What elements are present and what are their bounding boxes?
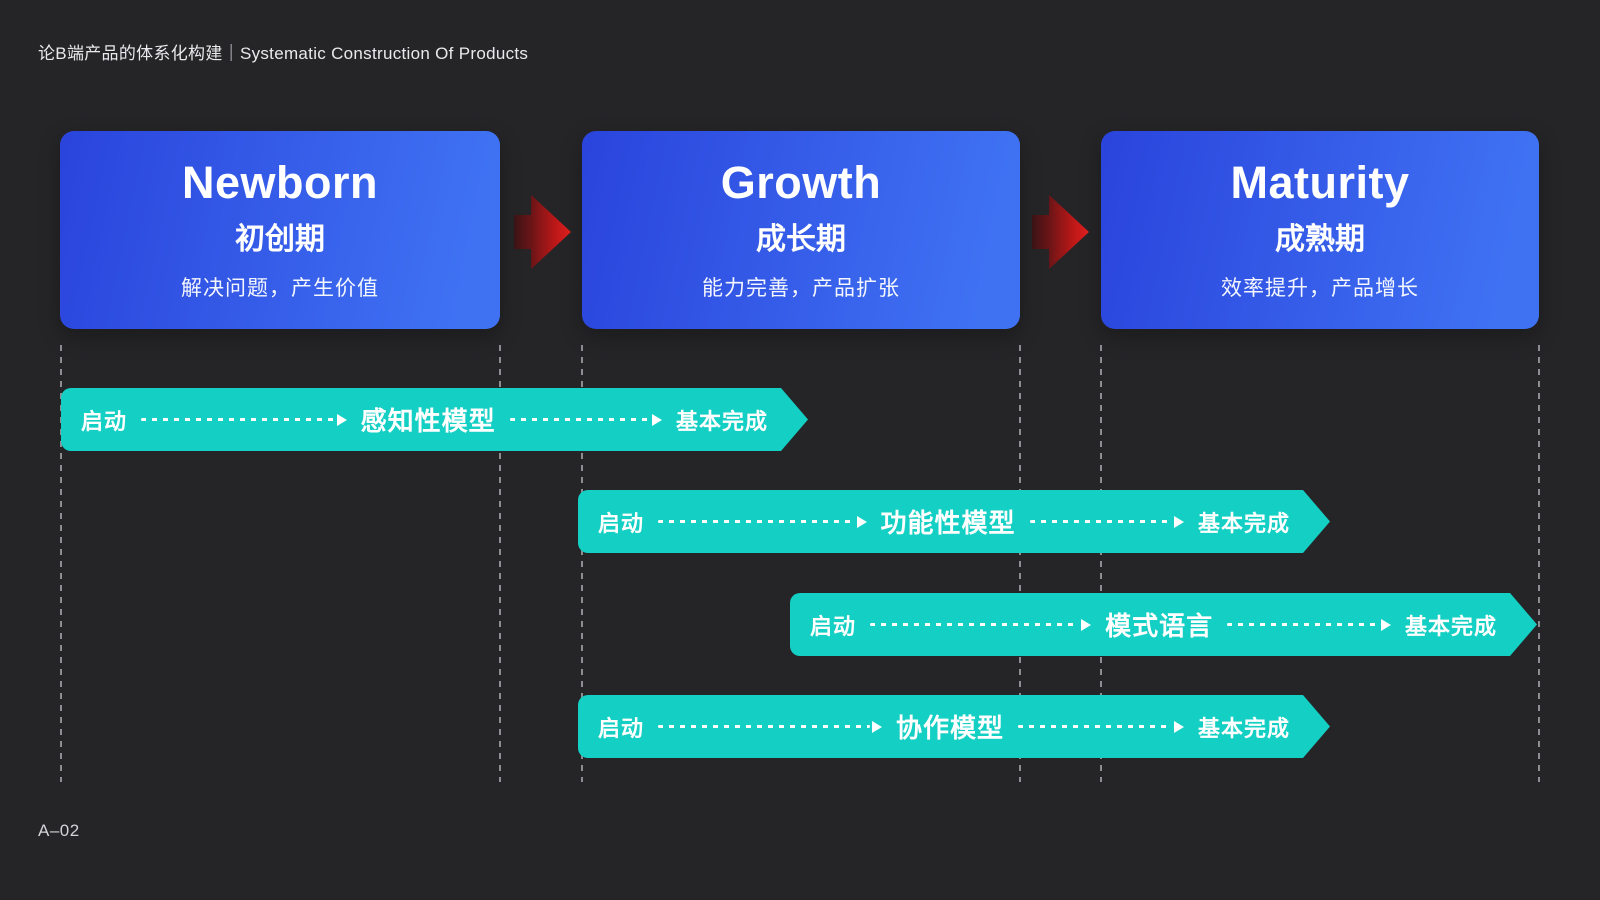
arrow-head-icon: [337, 414, 347, 426]
arrow-head-icon: [1174, 516, 1184, 528]
bar-end-label: 基本完成: [1197, 510, 1290, 536]
bar-model-label: 感知性模型: [360, 406, 496, 436]
bar-model-label: 模式语言: [1105, 611, 1214, 641]
arrow-head-icon: [1081, 619, 1091, 631]
stage-name-en: Growth: [720, 157, 882, 209]
right-arrow-icon: [1032, 195, 1089, 269]
stage-name-zh: 成熟期: [1275, 222, 1365, 256]
arrow-head-icon: [1174, 721, 1184, 733]
bar-end-label: 基本完成: [675, 408, 768, 434]
stage-card-maturity: Maturity 成熟期 效率提升，产品增长: [1101, 131, 1539, 329]
timeline-bar-collaboration-model: 启动 协作模型 基本完成: [578, 695, 1330, 758]
dashed-line: [1227, 623, 1379, 626]
arrow-head-icon: [652, 414, 662, 426]
dashed-line: [658, 520, 855, 523]
dashed-arrow: [1030, 516, 1184, 528]
phase-boundary-guide: [1019, 345, 1021, 782]
phase-boundary-guide: [499, 345, 501, 782]
bar-start-label: 启动: [81, 408, 128, 434]
arrow-head-icon: [857, 516, 867, 528]
stage-name-zh: 成长期: [756, 222, 846, 256]
timeline-bar-pattern-language: 启动 模式语言 基本完成: [790, 593, 1537, 656]
dashed-line: [1030, 520, 1172, 523]
dashed-line: [141, 418, 335, 421]
bar-start-label: 启动: [810, 613, 857, 639]
dashed-line: [1018, 725, 1172, 728]
arrow-head-icon: [872, 721, 882, 733]
bar-end-label: 基本完成: [1404, 613, 1497, 639]
bar-start-label: 启动: [598, 715, 645, 741]
dashed-arrow: [1227, 619, 1391, 631]
stage-description: 效率提升，产品增长: [1221, 276, 1419, 300]
phase-boundary-guide: [1100, 345, 1102, 782]
dashed-arrow: [1018, 721, 1184, 733]
stage-description: 能力完善，产品扩张: [702, 276, 900, 300]
stage-card-newborn: Newborn 初创期 解决问题，产生价值: [60, 131, 500, 329]
slide-title: 论B端产品的体系化构建｜Systematic Construction Of P…: [38, 44, 529, 63]
dashed-arrow: [510, 414, 662, 426]
phase-boundary-guide: [60, 345, 62, 782]
phase-boundary-guide: [581, 345, 583, 782]
stage-description: 解决问题，产生价值: [181, 276, 379, 300]
dashed-line: [870, 623, 1079, 626]
bar-model-label: 功能性模型: [880, 508, 1016, 538]
timeline-bar-functional-model: 启动 功能性模型 基本完成: [578, 490, 1330, 553]
dashed-line: [658, 725, 870, 728]
dashed-arrow: [870, 619, 1091, 631]
right-arrow-icon: [514, 195, 571, 269]
stage-card-growth: Growth 成长期 能力完善，产品扩张: [582, 131, 1020, 329]
timeline-bar-perception-model: 启动 感知性模型 基本完成: [61, 388, 808, 451]
page-number: A–02: [38, 821, 80, 840]
stage-name-zh: 初创期: [235, 222, 325, 256]
stage-name-en: Newborn: [181, 157, 378, 209]
dashed-arrow: [141, 414, 347, 426]
bar-end-label: 基本完成: [1197, 715, 1290, 741]
dashed-arrow: [658, 721, 882, 733]
stage-name-en: Maturity: [1230, 157, 1410, 209]
dashed-line: [510, 418, 650, 421]
phase-boundary-guide: [1538, 345, 1540, 782]
bar-model-label: 协作模型: [896, 713, 1005, 743]
bar-start-label: 启动: [598, 510, 645, 536]
dashed-arrow: [658, 516, 867, 528]
arrow-head-icon: [1381, 619, 1391, 631]
